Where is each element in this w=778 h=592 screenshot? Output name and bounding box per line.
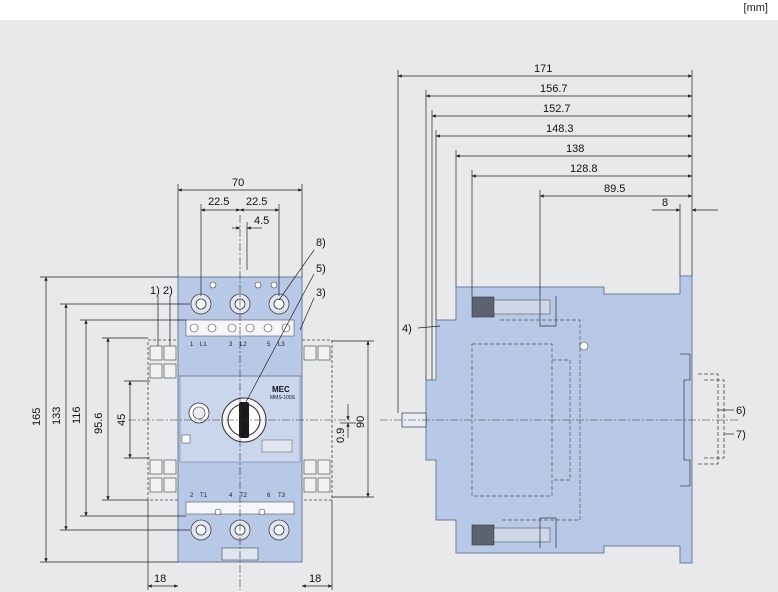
svg-text:2): 2) (163, 285, 173, 297)
side-dimensions (397, 70, 718, 413)
front-callout-leaders (157, 249, 315, 403)
svg-text:2: 2 (190, 493, 194, 499)
svg-text:138: 138 (566, 143, 584, 155)
svg-text:95.6: 95.6 (93, 413, 105, 434)
svg-text:22.5: 22.5 (246, 196, 267, 208)
svg-text:89.5: 89.5 (604, 183, 625, 195)
side-dimension-labels: 171 156.7 152.7 148.3 138 128.8 89.5 8 (534, 63, 668, 209)
svg-text:165: 165 (31, 408, 43, 426)
unit-label: [mm] (743, 2, 768, 14)
side-callout-leaders (417, 325, 734, 435)
svg-text:6): 6) (736, 405, 746, 417)
svg-text:128.8: 128.8 (570, 163, 598, 175)
svg-text:70: 70 (232, 177, 244, 189)
model-label: MMS-100S (270, 395, 296, 401)
svg-text:1): 1) (150, 285, 160, 297)
svg-text:90: 90 (355, 416, 367, 428)
side-view: 171 156.7 152.7 148.3 138 128.8 89.5 8 4… (380, 63, 746, 564)
svg-text:3): 3) (316, 287, 326, 299)
svg-text:1: 1 (190, 342, 194, 348)
svg-text:5): 5) (316, 263, 326, 275)
svg-text:18: 18 (154, 573, 166, 585)
svg-text:8: 8 (662, 197, 668, 209)
svg-text:4.5: 4.5 (254, 215, 269, 227)
svg-text:18: 18 (309, 573, 321, 585)
svg-text:45: 45 (116, 414, 128, 426)
svg-text:T1: T1 (200, 493, 208, 499)
svg-text:6: 6 (267, 493, 271, 499)
svg-text:8): 8) (316, 237, 326, 249)
front-view: 1 L1 3 L2 5 L3 MEC MMS-100S (31, 177, 374, 590)
front-dimensions (40, 184, 374, 590)
front-dimension-labels: 70 22.5 22.5 4.5 165 133 116 95.6 45 90 … (31, 177, 367, 585)
top-terminal-labels: 1 L1 3 L2 5 L3 (190, 342, 285, 348)
svg-text:148.3: 148.3 (546, 123, 574, 135)
svg-text:T3: T3 (278, 493, 286, 499)
bottom-terminal-labels: 2 T1 4 T2 6 T3 (190, 493, 286, 499)
front-callouts: 1) 2) 8) 5) 3) (150, 237, 326, 299)
breaker-body-side (425, 275, 693, 564)
brand-logo: MEC (272, 385, 290, 394)
svg-text:5: 5 (267, 342, 271, 348)
svg-text:7): 7) (736, 429, 746, 441)
rating-plate (261, 439, 293, 453)
svg-text:L1: L1 (200, 342, 207, 348)
svg-text:T2: T2 (240, 493, 248, 499)
aux-screws-left (149, 345, 177, 493)
svg-text:3: 3 (229, 342, 233, 348)
svg-text:L2: L2 (240, 342, 247, 348)
svg-text:L3: L3 (278, 342, 285, 348)
side-terminals (471, 296, 589, 548)
svg-text:22.5: 22.5 (208, 196, 229, 208)
svg-text:4): 4) (402, 323, 412, 335)
svg-text:133: 133 (51, 407, 63, 425)
svg-text:4: 4 (229, 493, 233, 499)
svg-text:116: 116 (71, 406, 83, 424)
svg-text:171: 171 (534, 63, 552, 75)
svg-text:152.7: 152.7 (543, 103, 571, 115)
svg-text:0.9: 0.9 (335, 428, 347, 443)
side-callouts: 4) 6) 7) (402, 323, 746, 441)
aux-screws-right (303, 345, 331, 493)
svg-text:156.7: 156.7 (540, 83, 568, 95)
